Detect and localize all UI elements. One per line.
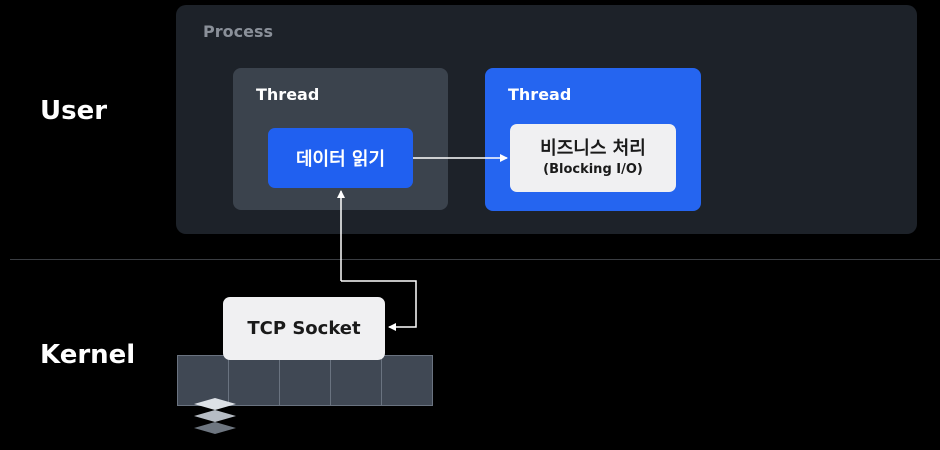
buffer-cell xyxy=(382,356,432,405)
read-data-label: 데이터 읽기 xyxy=(295,149,386,170)
business-logic-task: 비즈니스 처리 (Blocking I/O) xyxy=(510,124,676,192)
buffer-cell xyxy=(331,356,382,405)
read-data-task: 데이터 읽기 xyxy=(268,128,413,188)
tcp-socket-label: TCP Socket xyxy=(247,318,361,339)
buffer-cell xyxy=(280,356,331,405)
thread-label-business: Thread xyxy=(508,85,572,104)
socket-buffer xyxy=(177,355,433,406)
tcp-socket-box: TCP Socket xyxy=(223,297,385,360)
blocking-io-label: (Blocking I/O) xyxy=(543,162,643,177)
layer-divider xyxy=(10,259,940,260)
buffer-cell xyxy=(229,356,280,405)
process-label: Process xyxy=(203,22,273,41)
stack-icon xyxy=(194,398,236,434)
user-layer-label: User xyxy=(40,96,108,126)
thread-label-read: Thread xyxy=(256,85,320,104)
buffer-cell xyxy=(178,356,229,405)
read-to-socket-arrow xyxy=(341,280,417,331)
business-logic-label: 비즈니스 처리 xyxy=(540,138,646,159)
kernel-layer-label: Kernel xyxy=(40,340,136,370)
